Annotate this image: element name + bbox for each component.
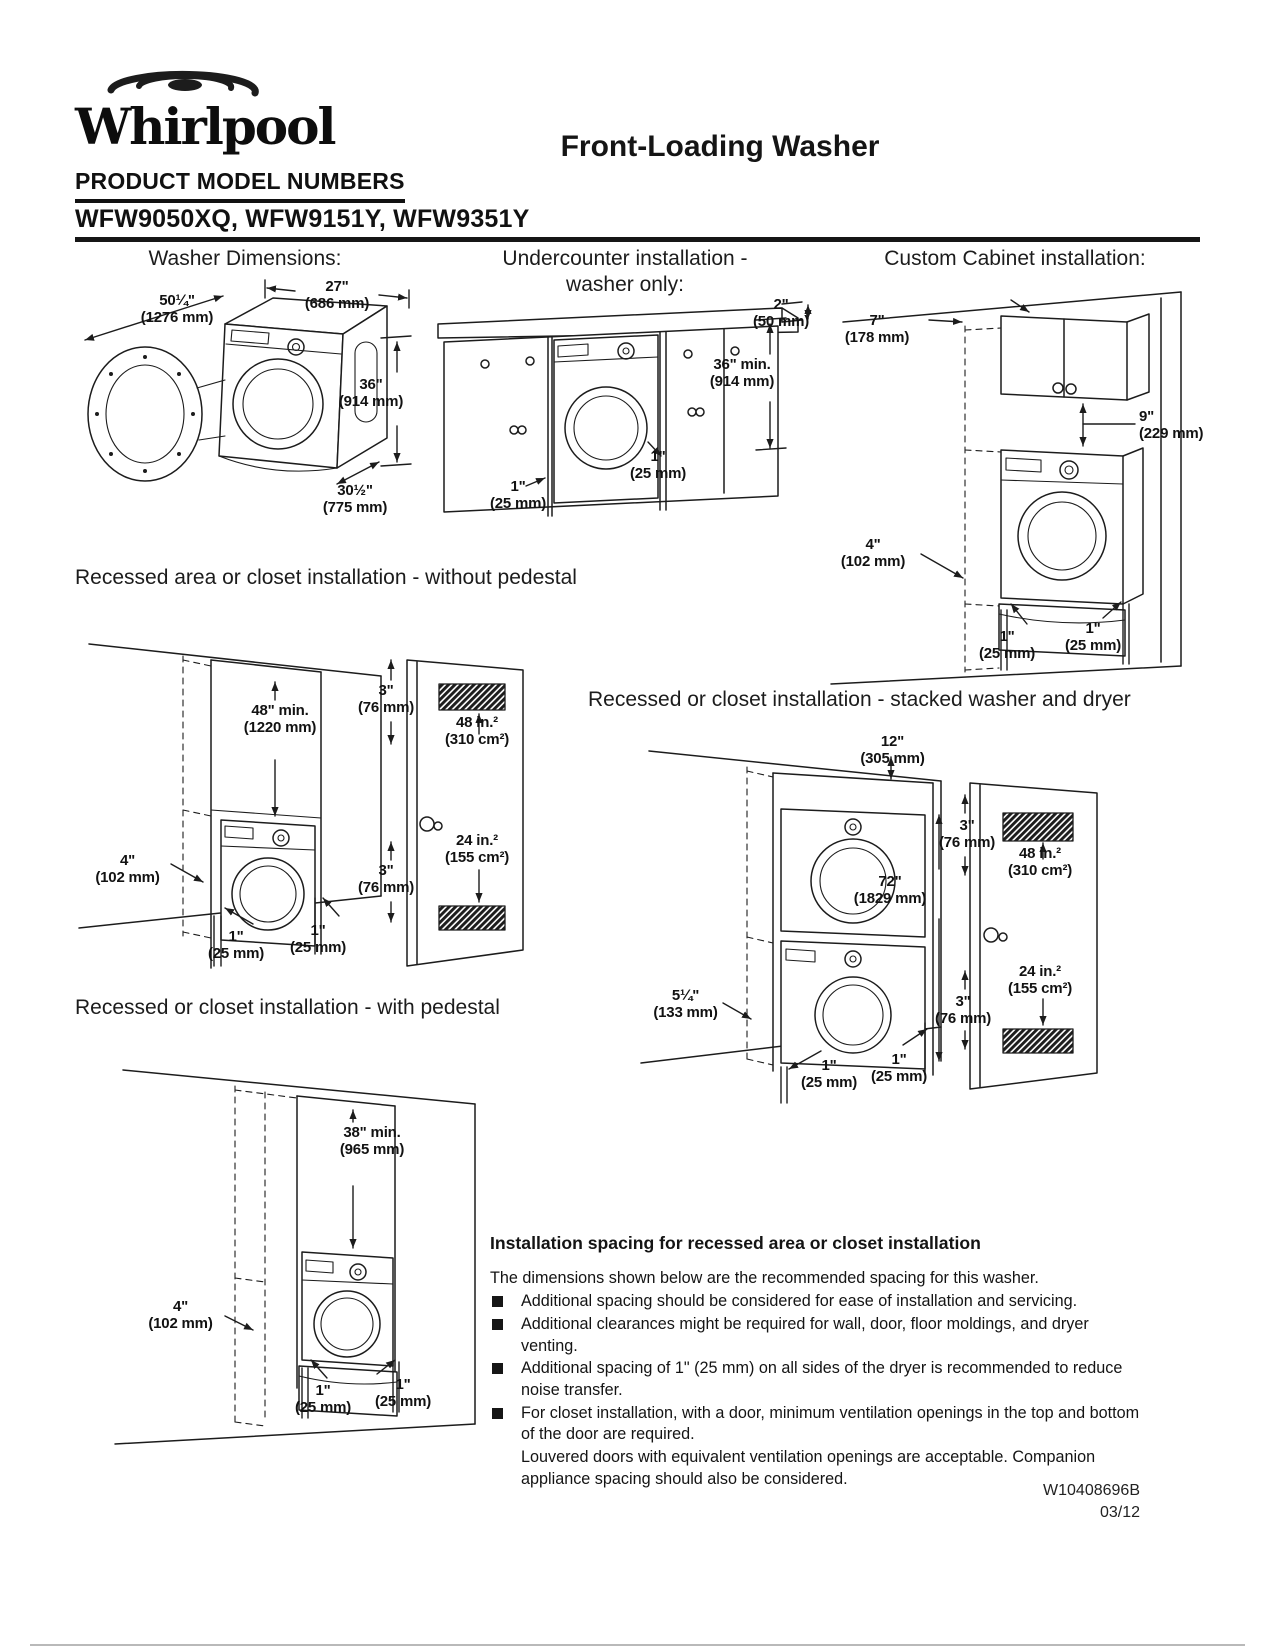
note-text: For closet installation, with a door, mi… [521, 1403, 1140, 1444]
doc-date: 03/12 [1099, 1504, 1140, 1522]
bullet-square-icon [492, 1318, 503, 1330]
dim-gap-left: 1" (25 mm) [207, 928, 265, 963]
dim-top-clearance: 12" (305 mm) [860, 733, 925, 768]
dim-gap-right: 1" (25 mm) [1064, 620, 1122, 655]
undercounter-drawing [437, 301, 812, 517]
dim-depth: 30½" (775 mm) [322, 482, 388, 517]
recessed-no-pedestal-drawing [78, 643, 524, 969]
dim-gap-left: 1" (25 mm) [489, 478, 547, 513]
dim-gap-right: 1" (25 mm) [289, 922, 347, 957]
doc-footer: W10408696B 03/12 [900, 1480, 1140, 1525]
dim-gap-left: 1" (25 mm) [800, 1057, 858, 1092]
with-pedestal-drawing [114, 1069, 476, 1445]
dim-front-clearance: 5¼" (133 mm) [653, 987, 718, 1022]
dim-gap-mid: 1" (25 mm) [978, 628, 1036, 663]
dim-gap-top: 3" (76 mm) [938, 817, 996, 852]
note-text: Additional clearances might be required … [521, 1314, 1089, 1355]
note-text: Additional spacing of 1" (25 mm) on all … [521, 1359, 1123, 1400]
dim-clearance-above: 9" (229 mm) [1139, 408, 1204, 443]
notes-heading: Installation spacing for recessed area o… [490, 1233, 981, 1253]
doc-number: W10408696B [1043, 1482, 1140, 1499]
whirlpool-swirl-icon [107, 70, 259, 97]
note-bullet-item: Additional clearances might be required … [490, 1314, 1145, 1357]
stacked-drawing [640, 750, 1098, 1104]
section-undercounter: Undercounter installation - washer only: [430, 246, 820, 546]
stacked-title: Recessed or closet installation - stacke… [588, 688, 1131, 711]
with-pedestal-title: Recessed or closet installation - with p… [75, 996, 500, 1019]
section-recessed-no-pedestal: 48" min. (1220 mm) 3" (76 mm) 48 in.² (3… [75, 598, 530, 985]
note-bullet-item: Additional spacing of 1" (25 mm) on all … [490, 1358, 1145, 1401]
dim-vent-bottom: 24 in.² (155 cm²) [444, 832, 510, 867]
dim-gap-bottom: 3" (76 mm) [934, 993, 992, 1028]
dim-vent-top: 48 in.² (310 cm²) [444, 714, 510, 749]
custom-cabinet-title: Custom Cabinet installation: [884, 247, 1146, 270]
dim-front-clearance: 4" (102 mm) [95, 852, 160, 887]
dim-height-min: 38" min. (965 mm) [339, 1124, 405, 1159]
header-divider [75, 237, 1200, 242]
note-bullet-item: Additional spacing should be considered … [490, 1291, 1145, 1313]
bullet-square-icon [492, 1407, 503, 1419]
dim-gap-bottom: 3" (76 mm) [357, 862, 415, 897]
dim-height: 36" (914 mm) [338, 376, 404, 411]
dim-cabinet-depth: 7" (178 mm) [844, 312, 910, 347]
note-text: Additional spacing should be considered … [521, 1292, 1078, 1311]
dim-width-door-open: 50¼" (1276 mm) [140, 292, 214, 327]
dim-gap-left: 1" (25 mm) [294, 1382, 352, 1417]
dim-vent-top: 48 in.² (310 cm²) [1007, 845, 1073, 880]
scan-artifact-line [30, 1644, 1245, 1646]
dim-width: 27" (686 mm) [304, 278, 370, 313]
washer-dimensions-title: Washer Dimensions: [148, 247, 342, 270]
installation-notes: Installation spacing for recessed area o… [490, 1232, 1145, 1491]
dim-gap-top: 3" (76 mm) [357, 682, 415, 717]
dim-front-clearance: 4" (102 mm) [840, 536, 906, 571]
dim-gap-right: 1" (25 mm) [374, 1376, 432, 1411]
dim-vent-bottom: 24 in.² (155 cm²) [1007, 963, 1073, 998]
note-continuation: Louvered doors with equivalent ventilati… [521, 1448, 1096, 1488]
note-bullet-item: For closet installation, with a door, mi… [490, 1403, 1145, 1446]
custom-cabinet-drawing [830, 291, 1182, 685]
section-washer-dimensions: Washer Dimensions: [75, 246, 415, 556]
dim-gap-right: 1" (25 mm) [870, 1051, 928, 1086]
dim-countertop: 2" (50 mm) [752, 296, 810, 331]
whirlpool-logo: Whirlpool [75, 62, 336, 152]
page-title: Front-Loading Washer [560, 130, 880, 163]
bullet-square-icon [492, 1363, 503, 1375]
dim-gap-mid: 1" (25 mm) [629, 448, 687, 483]
recessed-no-pedestal-title: Recessed area or closet installation - w… [75, 566, 577, 589]
product-model-numbers-label: PRODUCT MODEL NUMBERS [75, 168, 405, 203]
brand-wordmark: Whirlpool [75, 97, 336, 156]
undercounter-title: Undercounter installation - washer only: [502, 247, 748, 297]
bullet-square-icon [492, 1296, 503, 1308]
model-numbers: WFW9050XQ, WFW9151Y, WFW9351Y [75, 205, 530, 233]
notes-intro: The dimensions shown below are the recom… [490, 1268, 1039, 1287]
dim-height-min: 48" min. (1220 mm) [243, 702, 317, 737]
section-with-pedestal: 38" min. (965 mm) 4" (102 mm) 1" (25 mm)… [105, 1026, 525, 1463]
section-custom-cabinet: Custom Cabinet installation: [815, 246, 1215, 686]
washer-isometric-drawing [84, 279, 412, 485]
dim-front-clearance: 4" (102 mm) [148, 1298, 213, 1333]
notes-list: Additional spacing should be considered … [490, 1291, 1145, 1446]
dim-height-min: 36" min. (914 mm) [709, 356, 775, 391]
dim-height: 72" (1829 mm) [853, 873, 927, 908]
section-stacked: 12" (305 mm) 3" (76 mm) 48 in.² (310 cm²… [635, 723, 1105, 1105]
